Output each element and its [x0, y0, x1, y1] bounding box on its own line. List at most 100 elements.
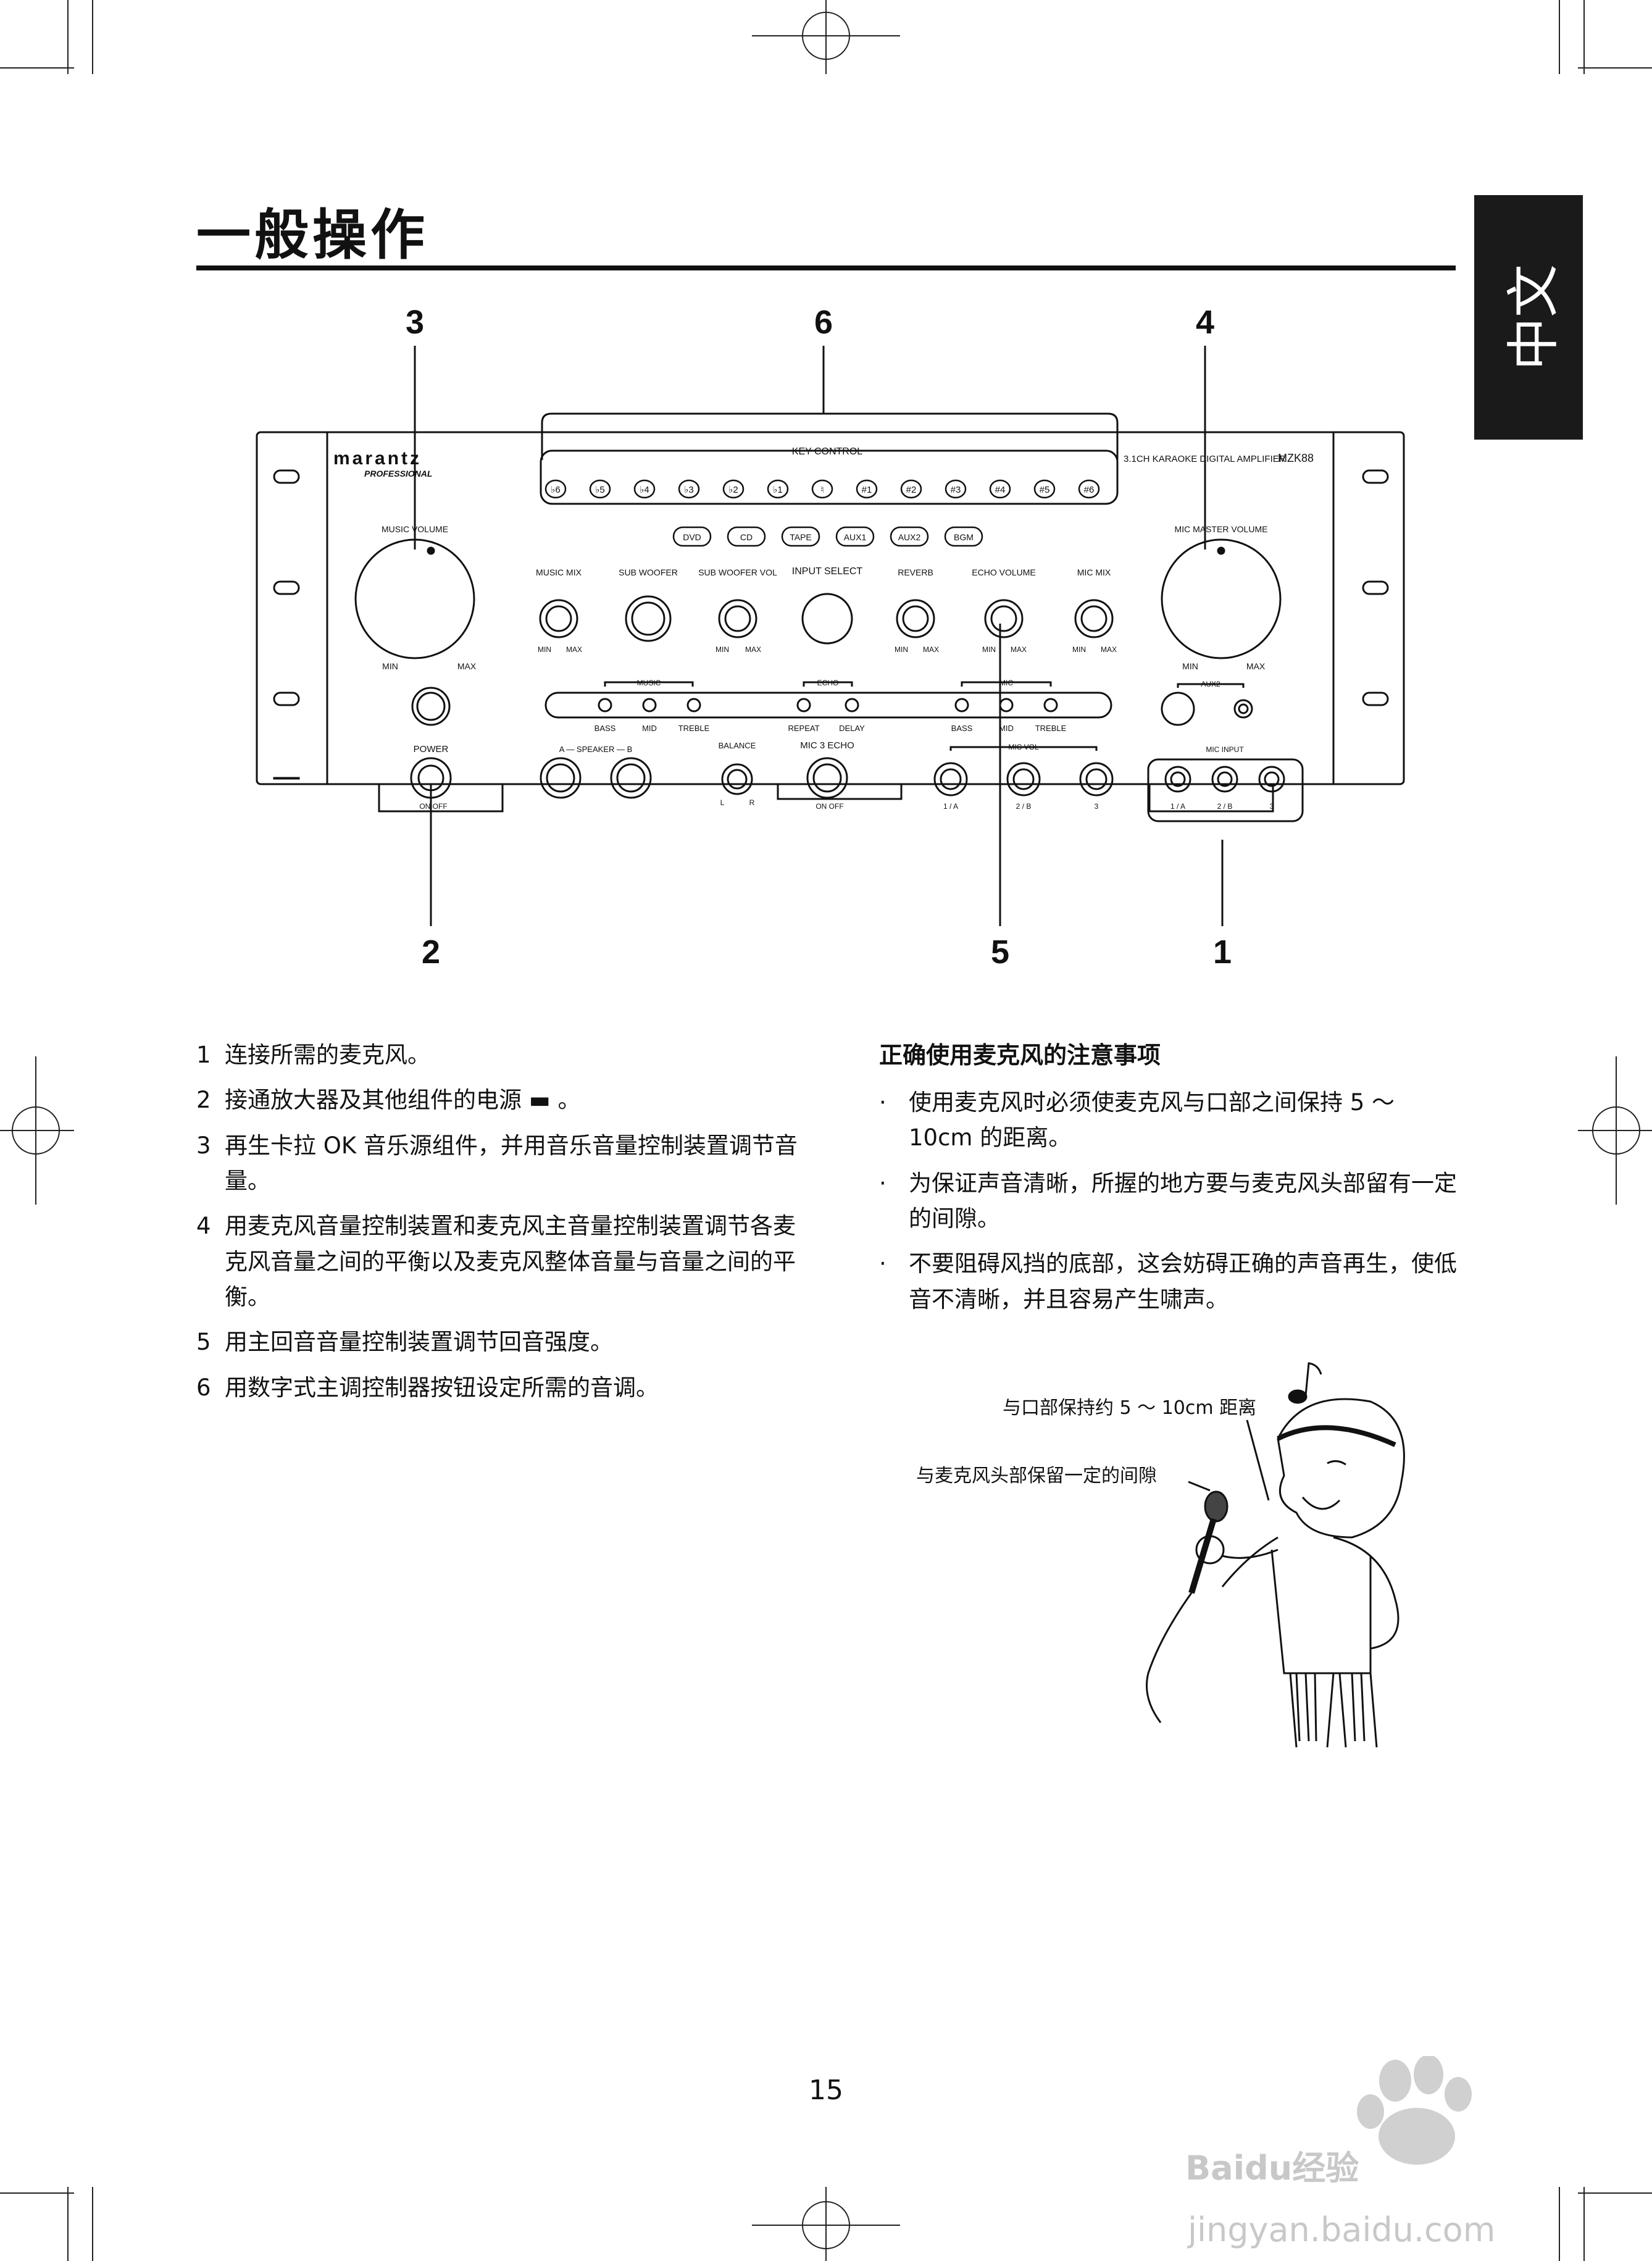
key-button-label: ♭3: [684, 485, 693, 495]
echo-repeat-label: REPEAT: [788, 724, 819, 733]
input-select-label: INPUT SELECT: [792, 566, 863, 577]
music-mix-min: MIN: [538, 645, 551, 654]
mic3-on-off-label: ON OFF: [816, 802, 843, 811]
tip-item: ·不要阻碍风挡的底部，这会妨碍正确的声音再生，使低音不清晰，并且容易产生啸声。: [879, 1250, 1457, 1313]
brand-logo: marantz: [333, 448, 422, 469]
mic-group-label: MIC: [999, 679, 1013, 687]
source-button: CD: [727, 526, 766, 547]
music-mix-label: MUSIC MIX: [536, 567, 582, 577]
source-button: AUX1: [835, 526, 875, 547]
key-control-label: KEY CONTROL: [792, 446, 863, 457]
tip-item: ·使用麦克风时必须使麦克风与口部之间保持 5 ～ 10cm 的距离。: [879, 1089, 1395, 1151]
source-button-label: TAPE: [790, 532, 812, 542]
key-button-label: ♭1: [773, 485, 782, 495]
mic-master-volume-label: MIC MASTER VOLUME: [1175, 524, 1268, 534]
mic-input-3-label: 3: [1270, 802, 1274, 811]
callout-6: 6: [814, 304, 833, 341]
key-button: ♭4: [633, 479, 656, 499]
mic-bass-label: BASS: [951, 724, 973, 733]
key-button-label: ♮: [820, 485, 824, 495]
key-button-label: ♭4: [640, 485, 649, 495]
balance-label: BALANCE: [719, 741, 756, 750]
echo-max: MAX: [1011, 645, 1027, 654]
key-button: ♭5: [589, 479, 611, 499]
mic-treble-label: TREBLE: [1035, 724, 1067, 733]
mic-input-1a-label: 1 / A: [1170, 802, 1185, 811]
mic-master-min: MIN: [1182, 661, 1198, 671]
echo-group-label: ECHO: [817, 679, 839, 687]
callout-3: 3: [406, 304, 424, 341]
key-button-label: #1: [862, 485, 872, 495]
callout-5: 5: [991, 934, 1009, 971]
source-button-label: AUX1: [844, 532, 867, 542]
key-button: #2: [900, 479, 922, 499]
sub-woofer-label: SUB WOOFER: [619, 567, 678, 577]
source-button: BGM: [944, 526, 983, 547]
sub-vol-min: MIN: [715, 645, 729, 654]
mic-vol-label: MIC VOL: [1008, 743, 1039, 751]
key-control-buttons: ♭6 ♭5 ♭4 ♭3 ♭2 ♭1 ♮ #1 #2 #3 #4 #5 #6: [544, 479, 1100, 499]
key-button: #6: [1078, 479, 1100, 499]
mic-vol-3-label: 3: [1095, 802, 1099, 811]
music-treble-label: TREBLE: [678, 724, 710, 733]
title-rule: [196, 265, 1456, 270]
source-button: DVD: [672, 526, 712, 547]
key-button: #3: [945, 479, 967, 499]
watermark-logo: Baidu经验: [1185, 2149, 1359, 2188]
mic-mid-label: MID: [999, 724, 1014, 733]
key-button: #5: [1033, 479, 1056, 499]
model-description: 3.1CH KARAOKE DIGITAL AMPLIFIER: [1124, 454, 1286, 464]
mic-vol-1a-label: 1 / A: [943, 802, 958, 811]
tips-heading: 正确使用麦克风的注意事项: [879, 1042, 1161, 1069]
sub-vol-max: MAX: [745, 645, 761, 654]
reverb-label: REVERB: [898, 567, 933, 577]
mic-master-max: MAX: [1246, 661, 1266, 671]
distance-callout: 与口部保持约 5 ～ 10cm 距离: [1003, 1397, 1256, 1419]
sub-woofer-vol-label: SUB WOOFER VOL: [698, 567, 777, 577]
mic-mix-label: MIC MIX: [1077, 567, 1111, 577]
source-button-label: AUX2: [898, 532, 921, 542]
source-button-label: CD: [740, 532, 753, 542]
key-button: #1: [856, 479, 878, 499]
music-mid-label: MID: [642, 724, 657, 733]
brand-subtitle: PROFESSIONAL: [364, 469, 432, 479]
key-button: ♮: [811, 479, 833, 499]
key-button: #4: [989, 479, 1011, 499]
model-name: MZK88: [1278, 452, 1314, 464]
music-volume-max: MAX: [457, 661, 477, 671]
balance-l-label: L: [720, 798, 725, 807]
tip-item: ·为保证声音清晰，所握的地方要与麦克风头部留有一定的间隙。: [879, 1169, 1457, 1232]
key-button-label: ♭2: [728, 485, 738, 495]
source-button: AUX2: [890, 526, 929, 547]
key-button: ♭3: [678, 479, 700, 499]
language-tab-label: 中文: [1503, 264, 1565, 370]
mic-input-2b-label: 2 / B: [1217, 802, 1233, 811]
callout-2: 2: [422, 934, 440, 971]
key-button-label: ♭6: [551, 485, 560, 495]
key-button-label: #6: [1084, 485, 1095, 495]
music-mix-max: MAX: [566, 645, 582, 654]
music-volume-min: MIN: [382, 661, 398, 671]
music-volume-label: MUSIC VOLUME: [382, 524, 448, 534]
key-button-label: #3: [951, 485, 961, 495]
source-button-label: DVD: [683, 532, 701, 542]
source-buttons: DVD CD TAPE AUX1 AUX2 BGM: [672, 526, 983, 547]
key-button-label: ♭5: [595, 485, 604, 495]
source-button-label: BGM: [954, 532, 974, 542]
mic-usage-tips: 正确使用麦克风的注意事项 ·使用麦克风时必须使麦克风与口部之间保持 5 ～ 10…: [879, 1037, 1459, 1327]
power-label: POWER: [414, 744, 449, 754]
key-button: ♭1: [767, 479, 789, 499]
mic-mix-min: MIN: [1072, 645, 1086, 654]
music-bass-label: BASS: [594, 724, 616, 733]
echo-delay-label: DELAY: [839, 724, 865, 733]
echo-min: MIN: [982, 645, 996, 654]
mic-vol-2b-label: 2 / B: [1016, 802, 1032, 811]
reverb-min: MIN: [895, 645, 908, 654]
